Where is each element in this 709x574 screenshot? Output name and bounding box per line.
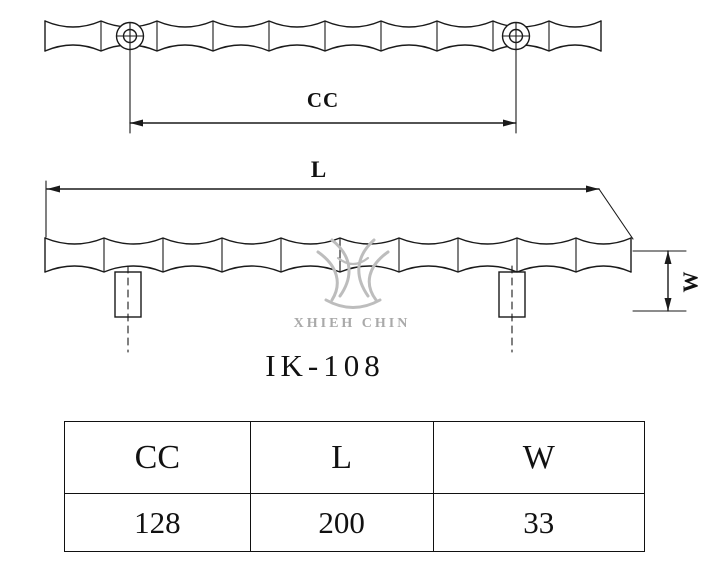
model-number: IK-108 <box>265 348 385 383</box>
header-cc: CC <box>64 421 251 494</box>
l-dimension-lines <box>45 180 634 240</box>
handle-leg-left <box>114 265 142 353</box>
w-dimension-label: W <box>678 270 703 293</box>
watermark-text: XHIEH CHIN <box>293 316 411 331</box>
cc-dimension-label: CC <box>306 88 340 112</box>
value-cc: 128 <box>64 493 251 552</box>
side-view-handle <box>44 237 632 273</box>
spec-table-value-row: 128 200 33 <box>64 493 646 552</box>
value-w: 33 <box>432 493 646 552</box>
watermark-logo-icon <box>316 238 390 309</box>
w-dimension-lines <box>632 250 687 312</box>
screw-hole-left-icon <box>115 21 145 51</box>
header-l: L <box>249 421 434 494</box>
value-l: 200 <box>249 493 434 552</box>
spec-table: CC L W 128 200 33 <box>64 421 646 552</box>
spec-table-header-row: CC L W <box>64 421 646 494</box>
cc-dimension-lines <box>129 49 517 134</box>
screw-hole-right-icon <box>501 21 531 51</box>
header-w: W <box>432 421 646 494</box>
l-dimension-label: L <box>310 157 328 182</box>
handle-leg-right <box>498 265 526 353</box>
